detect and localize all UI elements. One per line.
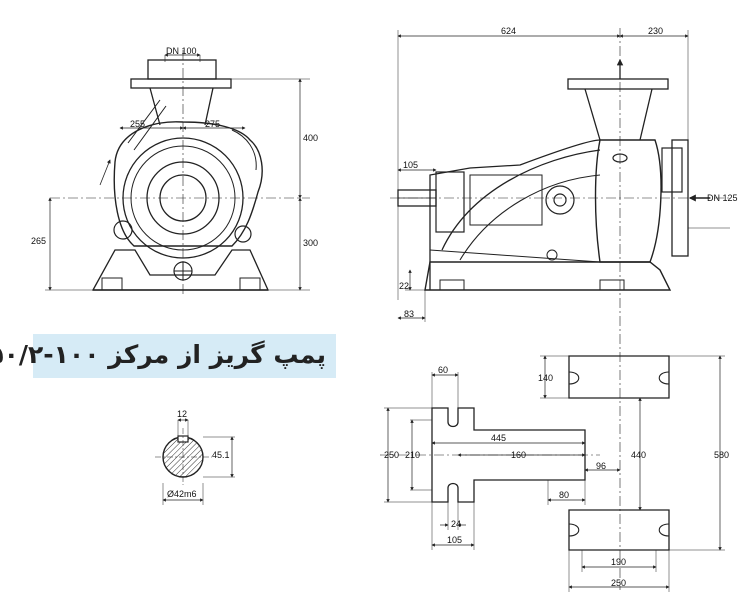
title-banner: پمپ گریز از مرکز ۱۰۰-۵۰/۲ (0, 334, 336, 378)
dim-580-label: 580 (714, 450, 730, 460)
dim-300-label: 300 (303, 238, 319, 248)
dim-105-side-label: 105 (403, 160, 419, 170)
dim-45-label: 45.1 (212, 450, 230, 460)
dim-60-label: 60 (438, 365, 449, 375)
dim-105-base-label: 105 (447, 535, 463, 545)
base-plan (380, 355, 725, 592)
dim-96-label: 96 (596, 461, 607, 471)
dim-80-label: 80 (559, 490, 570, 500)
dim-160-label: 160 (511, 450, 527, 460)
shaft-section (155, 418, 235, 505)
dim-445-label: 445 (491, 433, 507, 443)
dim-624-label: 624 (501, 26, 517, 36)
dim-400-label: 400 (303, 133, 319, 143)
dim-190-label: 190 (611, 557, 627, 567)
dim-24-label: 24 (451, 519, 462, 529)
dim-255-label: 255 (130, 119, 146, 129)
dim-250-left-label: 250 (384, 450, 400, 460)
dim-265-label: 265 (31, 236, 47, 246)
dn-inlet-label: DN 100 (166, 46, 197, 56)
side-view (390, 28, 730, 590)
page-title: پمپ گریز از مرکز ۱۰۰-۵۰/۲ (0, 340, 326, 369)
dim-440-label: 440 (631, 450, 647, 460)
dim-83-label: 83 (404, 309, 415, 319)
dim-230-label: 230 (648, 26, 664, 36)
dim-210-label: 210 (405, 450, 421, 460)
dim-12-label: 12 (177, 409, 188, 419)
dim-250-bottom-label: 250 (611, 578, 627, 588)
dn-outlet-label: DN 125 (707, 193, 738, 203)
dim-140-label: 140 (538, 373, 554, 383)
dim-275-label: 275 (205, 119, 221, 129)
dim-22-label: 22 (399, 281, 410, 291)
shaft-diameter-label: Ø42m6 (167, 489, 197, 499)
front-view (45, 50, 310, 295)
